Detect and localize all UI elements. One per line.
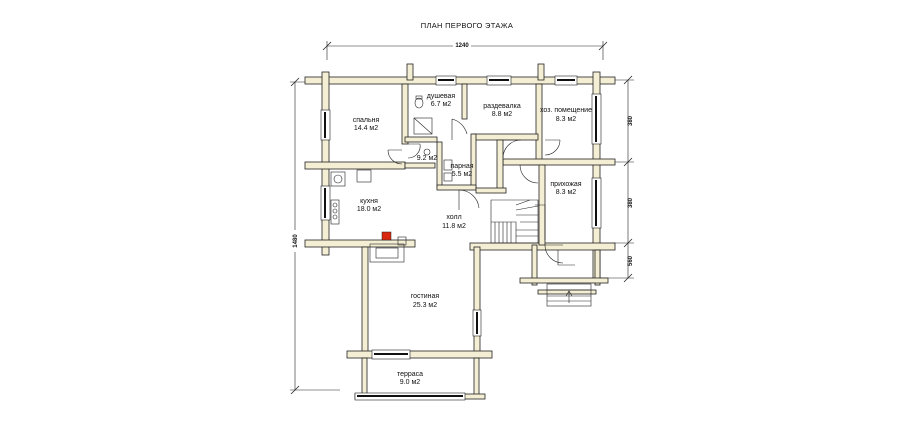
porch-steps bbox=[546, 283, 592, 307]
room-bedroom-name: спальня bbox=[353, 117, 380, 124]
room-utility-name: хоз. помещение bbox=[540, 107, 592, 114]
plan-title: ПЛАН ПЕРВОГО ЭТАЖА bbox=[421, 21, 513, 30]
room-wc-area: 9.2 м2 bbox=[417, 155, 437, 162]
room-hall-name: холл bbox=[446, 214, 461, 221]
dimension-left-label: 1480 bbox=[293, 234, 299, 248]
room-hall-area: 11.8 м2 bbox=[442, 223, 466, 230]
dimension-right-3: 560 bbox=[628, 255, 634, 266]
room-steam-name: парная bbox=[450, 163, 473, 170]
dimension-right-1: 380 bbox=[628, 115, 634, 126]
dimension-top: 1240 bbox=[322, 40, 608, 60]
dimension-right: 380 380 560 bbox=[600, 75, 634, 283]
room-dressing-name: раздевалка bbox=[483, 103, 521, 110]
fixtures bbox=[330, 95, 453, 263]
room-utility-area: 8.3 м2 bbox=[556, 116, 576, 123]
dimension-top-label: 1240 bbox=[455, 43, 469, 49]
dimension-left: 1480 bbox=[290, 77, 340, 395]
stair bbox=[490, 199, 546, 244]
room-living-name: гостиная bbox=[411, 293, 440, 300]
room-hallway-area: 8.3 м2 bbox=[556, 189, 576, 196]
room-labels: спальня 14.4 м2 душевая 6.7 м2 раздевалк… bbox=[353, 93, 592, 386]
walls bbox=[304, 63, 616, 400]
doors bbox=[387, 118, 575, 266]
room-dressing-area: 8.8 м2 bbox=[492, 111, 512, 118]
room-terrace-name: терраса bbox=[397, 371, 423, 378]
room-hallway-name: прихожая bbox=[550, 181, 581, 188]
room-terrace-area: 9.0 м2 bbox=[400, 379, 420, 386]
room-living-area: 25.3 м2 bbox=[413, 302, 437, 309]
room-shower-area: 6.7 м2 bbox=[431, 101, 451, 108]
room-bedroom-area: 14.4 м2 bbox=[354, 125, 378, 132]
room-steam-area: 5.5 м2 bbox=[452, 171, 472, 178]
room-shower-name: душевая bbox=[427, 93, 456, 100]
room-kitchen-area: 18.0 м2 bbox=[357, 206, 381, 213]
room-kitchen-name: кухня bbox=[360, 198, 378, 205]
dimension-right-2: 380 bbox=[628, 197, 634, 208]
windows bbox=[320, 75, 602, 401]
